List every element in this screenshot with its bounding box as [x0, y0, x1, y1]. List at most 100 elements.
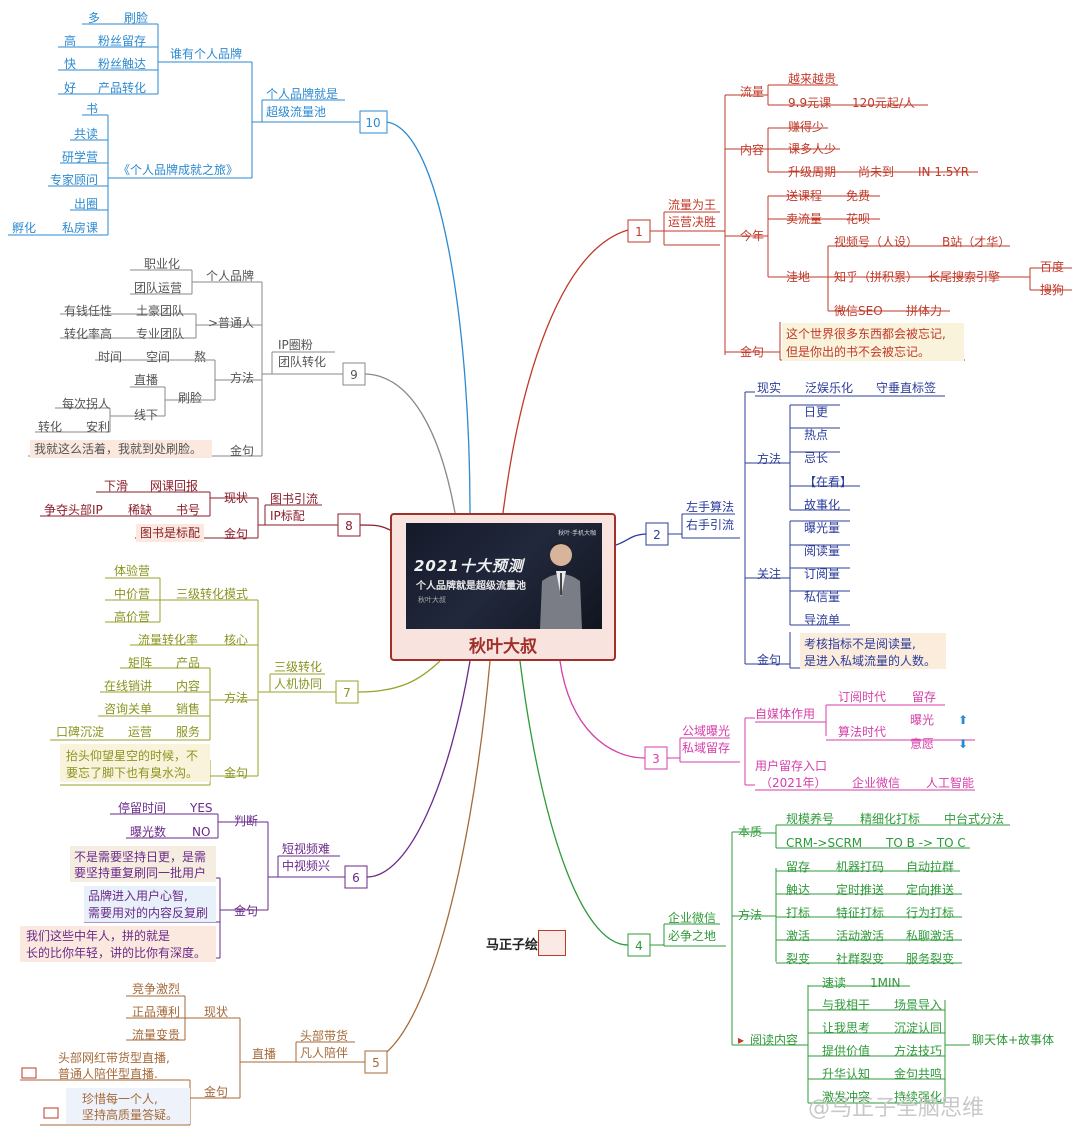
b7-mid-price: 中价营: [114, 586, 150, 601]
branch-5-number: 5: [372, 1056, 380, 1070]
b7-content: 内容: [176, 678, 200, 693]
b6-quote2-line1: 品牌进入用户心智,: [88, 888, 188, 903]
b8-course-return: 网课回报: [150, 478, 198, 493]
b7-operation: 运营: [128, 725, 152, 739]
b1-baidu: 百度: [1040, 259, 1064, 274]
branch-6-labels: 6 短视频难 中视频兴 判断 停留时间 YES 曝光数 NO 金句 不是需要坚持…: [20, 800, 360, 962]
branch-2-labels: 2 左手算法 右手引流 现实 泛娱乐化 守垂直标签 方法 日更 热点 忌长 【在…: [653, 380, 946, 669]
b5-quote2-line1: 珍惜每一个人,: [82, 1091, 158, 1106]
b7-reputation: 口碑沉淀: [56, 724, 104, 739]
b4-read3-a: 提供价值: [822, 1043, 870, 1058]
branch-2: [645, 391, 945, 669]
b7-golden-quote: 金句: [224, 765, 248, 780]
b4-row3-a: 打标: [786, 906, 810, 920]
b2-attention-1: 曝光量: [804, 521, 840, 535]
b6-exposure: 曝光数: [130, 824, 166, 839]
b1-120yuan: 120元起/人: [852, 96, 915, 110]
comment-icon: [21, 1067, 37, 1079]
b2-attention-4: 私信量: [804, 590, 840, 604]
b6-stay-time: 停留时间: [118, 800, 166, 815]
b9-time: 时间: [98, 350, 122, 364]
video-brand: 秋叶·手机大咖: [558, 530, 596, 537]
b5-golden-quote: 金句: [204, 1084, 228, 1099]
b5-status: 现状: [204, 1005, 228, 1019]
branch-10-title-2: 超级流量池: [266, 104, 326, 119]
branch-3-title-2: 私域留存: [682, 741, 730, 755]
center-title: 秋叶大叔: [469, 637, 537, 657]
b10-fast: 快: [64, 57, 76, 71]
b2-attention: 关注: [757, 566, 781, 581]
b1-video-account: 视频号（人设）: [834, 234, 918, 249]
b4-row1-a: 留存: [786, 860, 810, 874]
b3-enterprise-wechat: 企业微信: [852, 775, 900, 790]
b7-trial: 体验营: [114, 563, 150, 578]
b9-live: 直播: [134, 373, 158, 387]
b10-read-together: 共读: [74, 127, 98, 141]
b9-personal-brand: 个人品牌: [206, 269, 254, 283]
b9-high-conversion: 转化率高: [64, 326, 112, 341]
video-thumbnail[interactable]: 秋叶·手机大咖 2021十大预测 个人品牌就是超级流量池 秋叶大叔: [406, 523, 602, 629]
b3-media-role: 自媒体作用: [755, 707, 815, 721]
b9-pro-team: 专业团队: [136, 326, 184, 341]
b6-quote3-line2: 长的比你年轻，讲的比你有深度。: [26, 945, 206, 960]
b3-subscription: 订阅时代: [838, 690, 886, 704]
b1-quote-line1: 这个世界很多东西都会被忘记,: [786, 326, 946, 341]
branch-10: [8, 23, 388, 236]
b1-this-year: 今年: [740, 228, 764, 243]
b9-method: 方法: [230, 370, 254, 385]
b4-read2-a: 让我思考: [822, 1021, 870, 1035]
b10-product-conversion: 产品转化: [98, 80, 146, 95]
flag-icon: ▸: [738, 1033, 744, 1047]
branch-5-title-2: 凡人陪伴: [300, 1045, 348, 1060]
b4-read2-b: 沉淀认同: [894, 1021, 942, 1035]
b4-row1-b: 机器打码: [836, 860, 884, 874]
b1-long-tail: 长尾搜索引擎: [928, 269, 1000, 284]
b1-not-yet: 尚未到: [858, 165, 894, 179]
b9-rich-willful: 有钱任性: [64, 303, 112, 318]
branch-1-number: 1: [635, 225, 643, 239]
center-node[interactable]: 秋叶·手机大咖 2021十大预测 个人品牌就是超级流量池 秋叶大叔 秋叶大叔: [390, 513, 616, 661]
b9-golden-quote: 金句: [230, 443, 254, 458]
branch-8-title-1: 图书引流: [270, 492, 318, 506]
b4-read4-b: 金句共鸣: [894, 1066, 942, 1081]
b10-good: 好: [64, 81, 76, 95]
b9-quote: 我就这么活着，我就到处刷脸。: [34, 441, 202, 456]
b2-quote-line1: 考核指标不是阅读量,: [804, 636, 916, 651]
b1-depression: 洼地: [786, 270, 810, 284]
main-connectors: [357, 121, 647, 1063]
b5-quote1-line2: 普通人陪伴型直播.: [58, 1066, 158, 1081]
b9-offline: 线下: [134, 408, 158, 422]
b10-fan-retention: 粉丝留存: [98, 34, 146, 48]
b10-break-circle: 出圈: [74, 197, 98, 211]
b4-tob-toc: TO B -> TO C: [885, 836, 966, 850]
b5-quote1-line1: 头部网红带货型直播,: [58, 1050, 170, 1065]
b6-yes: YES: [189, 801, 213, 815]
b2-attention-3: 订阅量: [804, 567, 840, 581]
b1-earn-less: 赚得少: [788, 119, 824, 134]
b7-conversion-rate: 流量转化率: [138, 632, 198, 647]
b4-row5-c: 服务裂变: [906, 951, 954, 966]
b1-in-1-5yr: IN 1.5YR: [918, 165, 969, 179]
b4-read5-b: 持续强化: [894, 1089, 942, 1104]
b3-ai: 人工智能: [926, 775, 974, 790]
b8-book-number: 书号: [176, 503, 200, 517]
branch-8-number: 8: [345, 519, 353, 533]
branch-6-number: 6: [352, 871, 360, 885]
b9-professional: 职业化: [144, 257, 180, 271]
branch-8: [40, 491, 361, 539]
branch-3-labels: 3 公域曝光 私域留存 自媒体作用 订阅时代 留存 算法时代 曝光 意愿 ⬆ ⬇…: [652, 690, 974, 790]
b10-study-camp: 研学营: [62, 149, 98, 164]
b2-method-2: 热点: [804, 428, 828, 442]
b1-quote-line2: 但是你出的书不会被忘记。: [786, 344, 930, 359]
branch-9-title-2: 团队转化: [278, 354, 326, 369]
b1-traffic: 流量: [740, 85, 764, 99]
b7-sales: 销售: [176, 701, 200, 716]
branch-1: [627, 84, 1072, 361]
branch-7-labels: 7 三级转化 人机协同 三级转化模式 体验营 中价营 高价营 核心 流量转化率 …: [56, 563, 351, 782]
b8-scarce: 稀缺: [128, 502, 152, 517]
b9-show-face: 刷脸: [178, 391, 202, 405]
b1-more-expensive: 越来越贵: [788, 72, 836, 86]
b4-row1-c: 自动拉群: [906, 859, 954, 874]
b1-content: 内容: [740, 142, 764, 157]
